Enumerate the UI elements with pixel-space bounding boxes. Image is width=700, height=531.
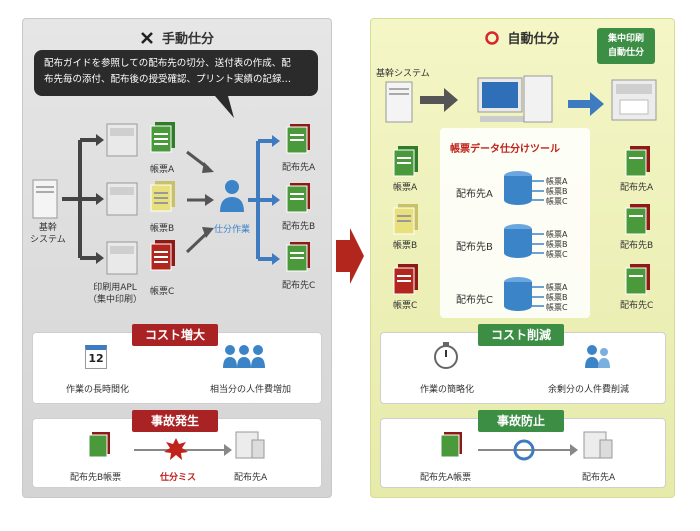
auto-title: 自動仕分 [370, 28, 675, 49]
server-icon-right [385, 81, 413, 123]
accident-from: 配布先B帳票 [70, 473, 122, 483]
group-b-label: 配布先B [456, 242, 493, 253]
group-c-item: 帳票C [546, 303, 568, 312]
right-dest-b: 配布先B [620, 241, 654, 251]
central-print-label: 集中印刷 自動仕分 [597, 28, 655, 64]
calendar-icon: 12 [85, 345, 107, 369]
dest-form-icons [286, 124, 310, 272]
right-form-b: 帳票B [393, 241, 418, 251]
right-dest-c: 配布先C [620, 301, 654, 311]
cross-icon [140, 31, 154, 49]
cost-item-1: 作業の長時間化 [66, 385, 130, 395]
bubble-line-2: 布先毎の添付、配布後の授受確認、プリント実績の記録… [44, 74, 292, 85]
bubble-line-1: 配布ガイドを参照しての配布先の切分、送付表の作成、配 [44, 58, 291, 69]
worker-icon [220, 180, 244, 212]
group-b-item: 帳票B [546, 240, 568, 249]
server-icon [32, 179, 58, 219]
cost-reduction-badge: コスト削減 [478, 324, 564, 346]
right-form-icons [393, 146, 650, 295]
manual-title-text: 手動仕分 [161, 32, 214, 47]
left-form-b: 帳票B [150, 224, 175, 234]
left-kikan-label: 基幹 システム [30, 223, 66, 245]
prevention-to: 配布先A [582, 473, 616, 483]
right-form-c: 帳票C [393, 301, 418, 311]
manual-work-bubble: 配布ガイドを参照しての配布先の切分、送付表の作成、配 布先毎の添付、配布後の授受… [34, 50, 318, 96]
accident-badge: 事故発生 [132, 410, 218, 432]
printer-icon-right [611, 79, 657, 121]
left-dest-b: 配布先B [282, 222, 316, 232]
printer-icon [106, 123, 138, 275]
accident-mid: 仕分ミス [160, 473, 197, 483]
to-tool-arrow [420, 88, 458, 112]
left-dest-a: 配布先A [282, 163, 316, 173]
computer-icon [477, 75, 553, 123]
prevention-from: 配布先A帳票 [420, 473, 472, 483]
group-b-item: 帳票C [546, 250, 568, 259]
left-form-c: 帳票C [150, 287, 175, 297]
auto-title-text: 自動仕分 [507, 32, 560, 47]
database-icon [504, 171, 532, 311]
right-dest-a: 配布先A [620, 183, 654, 193]
group-c-item: 帳票B [546, 293, 568, 302]
right-form-a: 帳票A [393, 183, 418, 193]
manual-title: 手動仕分 [22, 28, 332, 49]
right-kikan-label: 基幹システム [376, 69, 430, 79]
to-printer-arrow [568, 92, 604, 116]
group-a-item: 帳票A [546, 177, 568, 186]
db-connector-lines [532, 180, 544, 307]
group-c-item: 帳票A [546, 283, 568, 292]
form-stack-icons [150, 122, 175, 271]
sort-tool-label: 帳票データ仕分けツール [450, 144, 560, 155]
group-c-label: 配布先C [456, 295, 493, 306]
prevention-badge: 事故防止 [478, 410, 564, 432]
cost-item-2: 相当分の人件費増加 [210, 385, 292, 395]
print-apl-label: 印刷用APL （集中印刷） [88, 283, 143, 305]
group-a-label: 配布先A [456, 189, 493, 200]
reduction-item-1: 作業の簡略化 [420, 385, 475, 395]
cost-increase-badge: コスト増大 [132, 324, 218, 346]
transition-arrow [336, 228, 364, 284]
group-a-item: 帳票B [546, 187, 568, 196]
accident-to: 配布先A [234, 473, 268, 483]
worker-label: 仕分作業 [214, 225, 251, 235]
group-b-item: 帳票A [546, 230, 568, 239]
reduction-item-2: 余剰分の人件費削減 [548, 385, 630, 395]
left-dest-c: 配布先C [282, 281, 316, 291]
group-a-item: 帳票C [546, 197, 568, 206]
circle-icon [485, 31, 500, 49]
left-form-a: 帳票A [150, 165, 175, 175]
